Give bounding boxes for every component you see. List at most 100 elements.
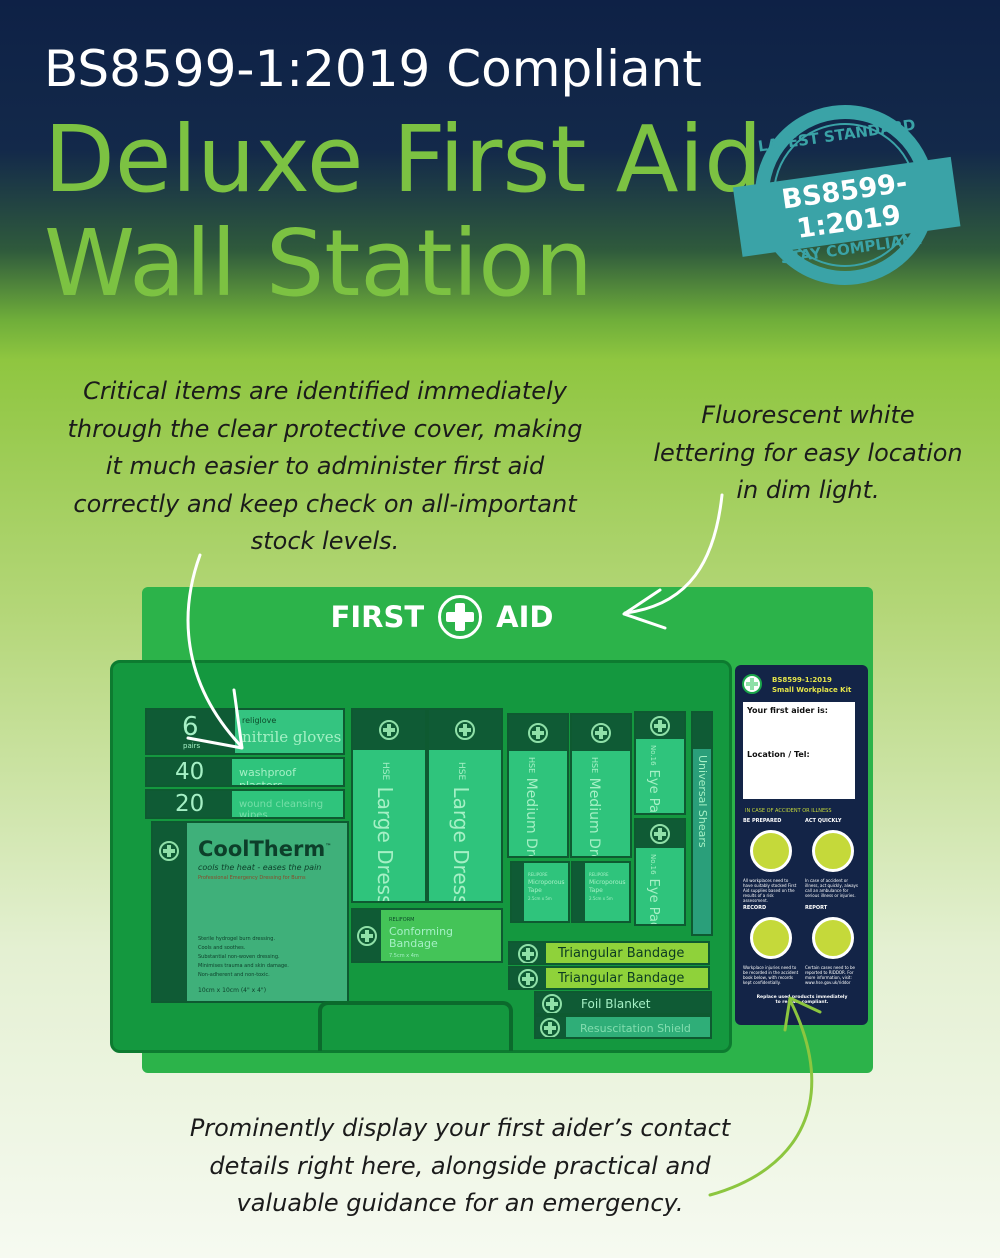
step-text: In case of accident or illness, act quic…: [805, 878, 858, 898]
cover-handle[interactable]: [318, 1001, 513, 1051]
product-name: Eye Pad: [646, 769, 661, 815]
title-line-2: Wall Station: [44, 210, 593, 317]
step-text: All workplaces need to have suitably sto…: [743, 878, 797, 903]
first-aid-cross-icon: [379, 720, 399, 740]
large-dressing-label: HSE Large Dressing: [449, 762, 473, 903]
tape-label: RELIPORE Microporous Tape 2.5cm x 5m: [528, 871, 568, 903]
tape-label: RELIPORE Microporous Tape 2.5cm x 5m: [589, 871, 629, 903]
first-aid-cross-icon: [542, 994, 562, 1013]
feature: Substantial non-woven dressing.: [198, 954, 280, 960]
feature: Non-adherent and non-toxic.: [198, 972, 270, 978]
callout-line: in dim light.: [736, 476, 880, 504]
section-title: IN CASE OF ACCIDENT OR ILLNESS: [745, 808, 832, 814]
gloves-count: 6: [182, 712, 199, 742]
callout-line: valuable guidance for an emergency.: [236, 1189, 684, 1217]
hse-tag: HSE: [380, 762, 390, 781]
medium-dressing-label: HSE Medium Dressing: [523, 757, 539, 856]
product-resuscitation-shield: Resuscitation Shield: [534, 1015, 712, 1039]
tape-size: 2.5cm x 5m: [589, 896, 613, 901]
first-aid-cross-icon: [518, 969, 538, 988]
product-eye-pad: No.16 Eye Pad: [634, 818, 686, 926]
callout-line: Fluorescent white: [701, 401, 915, 429]
cooltherm-brand: CoolTherm: [198, 837, 326, 861]
product-name: Resuscitation Shield: [580, 1022, 691, 1035]
arrowhead-cover: [186, 688, 244, 750]
gloves-name: nitrile gloves: [242, 728, 342, 746]
callout-line: details right here, alongside practical …: [209, 1151, 711, 1180]
product-name: Triangular Bandage: [558, 946, 685, 961]
product-name: Eye Pad: [646, 878, 661, 926]
product-microporous-tape: RELIPORE Microporous Tape 2.5cm x 5m: [510, 861, 570, 923]
first-aid-cross-icon: [438, 595, 483, 639]
callout-line: through the clear protective cover, maki…: [67, 414, 583, 443]
plasters-name: washproof plasters: [239, 766, 297, 787]
first-aid-kit-icon: [750, 830, 792, 872]
hse-tag: HSE: [456, 762, 466, 781]
clear-protective-cover[interactable]: 6 pairs religlove nitrile gloves 40 wash…: [110, 660, 732, 1053]
arrow-to-lettering: [623, 493, 724, 615]
callout-line: Prominently display your first aider’s c…: [189, 1114, 731, 1142]
step-title: REPORT: [805, 905, 828, 911]
phone-icon: [812, 830, 854, 872]
product-triangular-bandage: Triangular Bandage: [508, 966, 710, 990]
product-microporous-tape: RELIPORE Microporous Tape 2.5cm x 5m: [571, 861, 631, 923]
product-name: Medium Dressing: [586, 777, 602, 858]
callout-line: stock levels.: [250, 527, 400, 555]
compliance-heading: BS8599-1:2019 Compliant: [44, 40, 702, 98]
product-gloves: 6 pairs religlove nitrile gloves: [145, 708, 345, 755]
eye-pad-label: No.16 Eye Pad: [646, 854, 661, 926]
wipes-count: 20: [175, 791, 205, 817]
callout-first-aider-panel: Prominently display your first aider’s c…: [170, 1110, 750, 1223]
callout-line: correctly and keep check on all-importan…: [73, 489, 577, 518]
product-large-dressing: HSE Large Dressing: [351, 708, 427, 903]
wipes-name: wound cleansing wipes: [239, 799, 324, 819]
hse-tag: HSE: [590, 757, 599, 774]
cooltherm-subtitle: Professional Emergency Dressing for Burn…: [198, 875, 306, 881]
monitor-icon: [812, 917, 854, 959]
callout-line: it much easier to administer first aid: [105, 452, 545, 480]
cooltherm-features: Sterile hydrogel burn dressing. Cools and…: [198, 935, 289, 980]
tape-size: 2.5cm x 5m: [528, 896, 552, 901]
first-aid-cross-icon: [591, 723, 611, 743]
product-name: Microporous Tape: [589, 879, 626, 894]
arrow-to-panel: [708, 998, 814, 1197]
first-aid-cross-icon: [650, 824, 670, 844]
kit-type: Small Workplace Kit: [772, 686, 852, 694]
tape-brand: RELIPORE: [589, 872, 609, 877]
cooltherm-logo: CoolTherm™: [198, 837, 331, 861]
feature: Cools and soothes.: [198, 945, 246, 951]
feature: Sterile hydrogel burn dressing.: [198, 936, 276, 942]
step-title: RECORD: [743, 905, 767, 911]
product-name: Large Dressing: [449, 786, 473, 903]
callout-line: Critical items are identified immediatel…: [83, 377, 567, 405]
hse-tag: HSE: [527, 757, 536, 774]
board-title-aid: AID: [496, 600, 554, 634]
eye-pad-tag: No.16: [649, 745, 657, 766]
product-medium-dressing: HSE Medium Dressing: [507, 713, 569, 858]
first-aider-details-box[interactable]: Your first aider is: Location / Tel:: [743, 702, 855, 799]
first-aid-cross-icon: [742, 674, 762, 694]
medium-dressing-label: HSE Medium Dressing: [586, 757, 602, 858]
tape-brand: RELIPORE: [528, 872, 548, 877]
first-aid-cross-icon: [357, 926, 377, 946]
callout-clear-cover: Critical items are identified immediatel…: [40, 373, 610, 561]
product-large-dressing: HSE Large Dressing: [427, 708, 503, 903]
callout-fluorescent: Fluorescent white lettering for easy loca…: [640, 397, 976, 510]
first-aid-cross-icon: [159, 841, 179, 861]
arrowhead-lettering: [622, 588, 667, 630]
product-name: Triangular Bandage: [558, 971, 685, 986]
arrow-to-cover: [186, 553, 242, 747]
callout-line: lettering for easy location: [653, 438, 963, 467]
product-foil-blanket: Foil Blanket: [534, 991, 712, 1015]
product-name: Microporous Tape: [528, 879, 565, 894]
conforming-size: 7.5cm x 4m: [389, 953, 419, 959]
